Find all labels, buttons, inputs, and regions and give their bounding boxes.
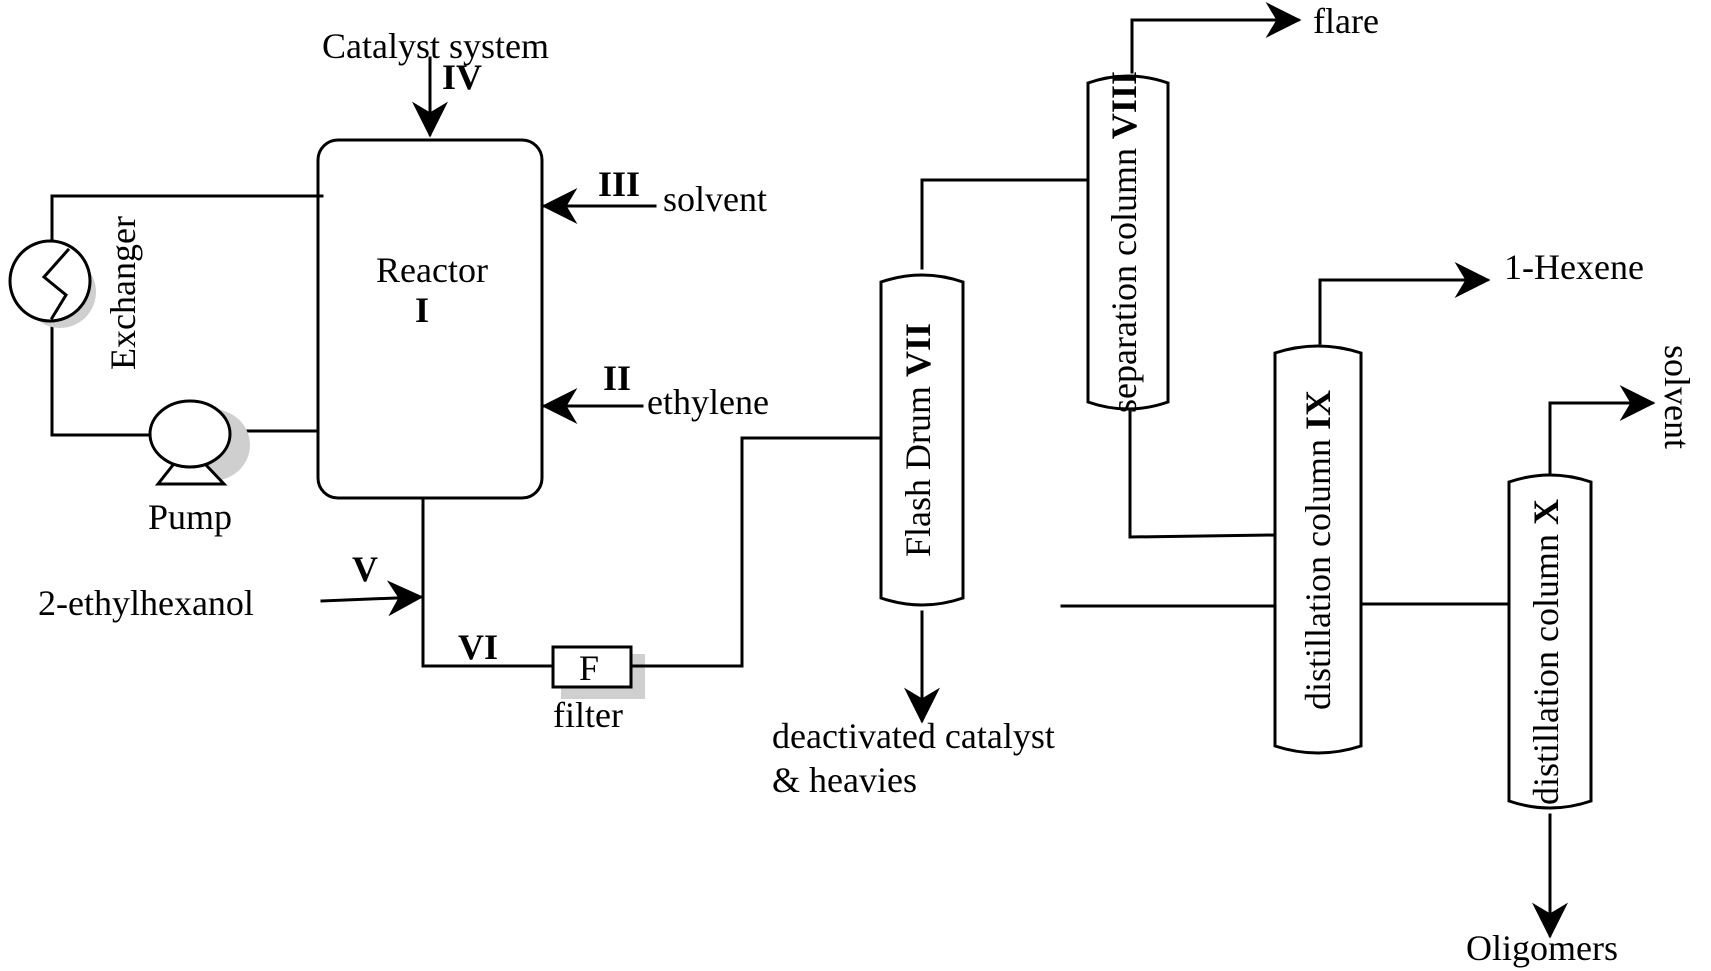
flash-drum: Flash Drum VII deactivated catalyst & he… bbox=[772, 273, 1055, 800]
ethylhexanol-label: 2-ethylhexanol bbox=[38, 583, 254, 623]
heavies-label-line1: deactivated catalyst bbox=[772, 716, 1055, 756]
flare-arrow bbox=[1130, 2, 1302, 74]
filter: F filter bbox=[551, 645, 645, 735]
distillation-column-10-name: distillation column bbox=[1526, 534, 1566, 805]
pump: Pump bbox=[148, 399, 250, 537]
distillation-column-9-vessel bbox=[1273, 344, 1363, 755]
pump-symbol bbox=[148, 399, 232, 469]
reactor-outlet-line bbox=[421, 496, 555, 668]
solvent-label: solvent bbox=[663, 179, 767, 219]
filter-symbol-text: F bbox=[579, 648, 599, 688]
reactor-vessel bbox=[316, 138, 544, 500]
distillation-column-10-number: X bbox=[1526, 499, 1566, 525]
distillation-column-9: distillation column IX 1-Hexene bbox=[1273, 247, 1644, 755]
distillation-column-10-vessel bbox=[1507, 473, 1593, 810]
reactor-label: Reactor bbox=[376, 250, 488, 290]
separation-column: separation column VIII flare bbox=[1086, 1, 1379, 539]
flare-label: flare bbox=[1313, 1, 1379, 41]
heavies-label-line2: & heavies bbox=[772, 760, 917, 800]
recycle-line-left bbox=[50, 194, 324, 437]
reactor-number: I bbox=[415, 290, 429, 330]
filter-symbol bbox=[551, 645, 633, 689]
flash-drum-vessel bbox=[879, 273, 965, 607]
catalyst-label: Catalyst system bbox=[322, 26, 549, 66]
distillation-column-9-name: distillation column bbox=[1298, 439, 1338, 710]
separation-column-label: separation column VIII bbox=[1104, 71, 1144, 413]
distillation-column-10-label: distillation column X bbox=[1526, 499, 1566, 805]
separation-bottoms-line bbox=[1128, 410, 1277, 539]
ethylhexanol-stream-number: V bbox=[352, 549, 378, 589]
catalyst-feed: Catalyst system IV bbox=[322, 26, 549, 138]
hexene-label: 1-Hexene bbox=[1504, 247, 1644, 287]
recycle-loop: Exchanger Pump bbox=[8, 194, 324, 537]
distillation-column-9-label: distillation column IX bbox=[1298, 390, 1338, 710]
separation-column-number: VIII bbox=[1104, 71, 1144, 139]
flash-vapor-line bbox=[920, 178, 1090, 270]
filter-label: filter bbox=[553, 695, 623, 735]
catalyst-stream-number: IV bbox=[442, 57, 482, 97]
exchanger-zigzag bbox=[41, 247, 71, 321]
ethylene-label: ethylene bbox=[647, 382, 769, 422]
filter-to-flash-line bbox=[629, 436, 880, 668]
exchanger: Exchanger bbox=[8, 216, 143, 370]
flash-drum-name: Flash Drum bbox=[898, 386, 938, 557]
flash-drum-number: VII bbox=[898, 323, 938, 377]
solvent-out-arrow bbox=[1548, 385, 1656, 474]
separation-column-vessel bbox=[1086, 74, 1170, 411]
exchanger-label: Exchanger bbox=[103, 216, 143, 370]
pump-label: Pump bbox=[148, 497, 232, 537]
solvent-stream-number: III bbox=[598, 164, 640, 204]
ethylene-feed: II ethylene bbox=[541, 358, 769, 424]
flash-drum-label: Flash Drum VII bbox=[898, 323, 938, 557]
ethylhexanol-arrow bbox=[320, 580, 424, 617]
reactor-outlet-stream-number: VI bbox=[458, 627, 498, 667]
reactor-outlet: 2-ethylhexanol V VI bbox=[38, 496, 555, 668]
distillation-column-10: distillation column X solvent Oligomers bbox=[1466, 345, 1697, 968]
oligomers-label: Oligomers bbox=[1466, 928, 1618, 968]
solvent-feed: III solvent bbox=[541, 164, 767, 224]
reactor: Reactor I bbox=[316, 138, 544, 500]
distillation-column-9-number: IX bbox=[1298, 390, 1338, 430]
solvent-out-label: solvent bbox=[1657, 345, 1697, 449]
separation-column-name: separation column bbox=[1104, 148, 1144, 413]
hexene-arrow bbox=[1318, 262, 1491, 345]
ethylene-stream-number: II bbox=[603, 358, 631, 398]
